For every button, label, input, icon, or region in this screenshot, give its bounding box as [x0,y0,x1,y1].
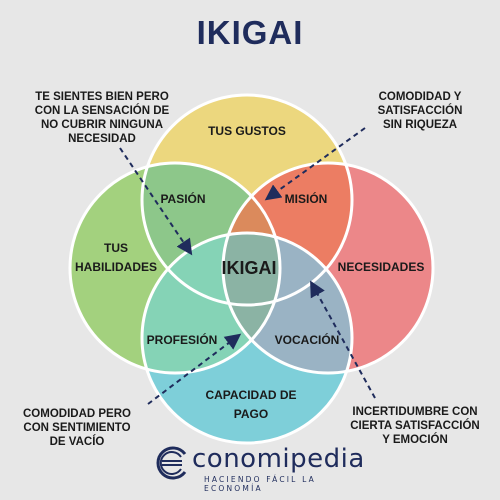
logo-tagline: HACIENDO FÁCIL LA ECONOMÍA [204,475,317,493]
arrow-bottom-left [147,333,242,405]
note-top-left: TE SIENTES BIEN PERO CON LA SENSACIÓN DE… [2,90,202,146]
logo-wordmark: conomipedia [192,444,365,474]
label-tus-habilidades-1: TUS [104,241,128,255]
arrow-top-right [264,127,366,201]
economipedia-e-icon [156,446,187,480]
note-line: NO CUBRIR NINGUNA [40,119,164,131]
note-line: CON SENTIMIENTO [23,422,131,434]
note-line: CIERTA SATISFACCIÓN [350,420,480,432]
label-profesion: PROFESIÓN [147,332,218,347]
note-line: DE VACÍO [49,436,105,448]
note-bottom-right: INCERTIDUMBRE CON CIERTA SATISFACCIÓN Y … [332,405,498,447]
note-line: INCERTIDUMBRE CON [352,406,478,418]
label-necesidades: NECESIDADES [338,260,425,274]
label-pasion: PASIÓN [160,191,205,206]
label-tus-habilidades-2: HABILIDADES [75,260,157,274]
note-line: SIN RIQUEZA [382,119,458,131]
page-title: IKIGAI [196,14,304,51]
note-line: SATISFACCIÓN [377,105,463,117]
note-line: COMODIDAD Y [378,91,462,103]
overlap-profesion [142,233,280,373]
arrow-top-left [119,147,193,256]
note-line: COMODIDAD PERO [23,408,131,420]
label-mision: MISIÓN [285,191,328,206]
label-tus-gustos: TUS GUSTOS [208,124,286,138]
note-bottom-left: COMODIDAD PERO CON SENTIMIENTO DE VACÍO [2,407,152,449]
arrow-bottom-right [310,280,376,399]
label-capacidad-de-pago-1: CAPACIDAD DE [205,388,296,402]
note-line: NECESIDAD [68,133,136,145]
note-line: TE SIENTES BIEN PERO [35,91,169,103]
note-top-right: COMODIDAD Y SATISFACCIÓN SIN RIQUEZA [350,90,490,132]
economipedia-logo: conomipedia HACIENDO FÁCIL LA ECONOMÍA [152,442,364,493]
label-capacidad-de-pago-2: PAGO [234,407,268,421]
label-vocacion: VOCACIÓN [275,332,340,347]
label-ikigai-center: IKIGAI [221,258,276,278]
note-line: CON LA SENSACIÓN DE [34,105,170,117]
note-line: Y EMOCIÓN [382,434,448,446]
